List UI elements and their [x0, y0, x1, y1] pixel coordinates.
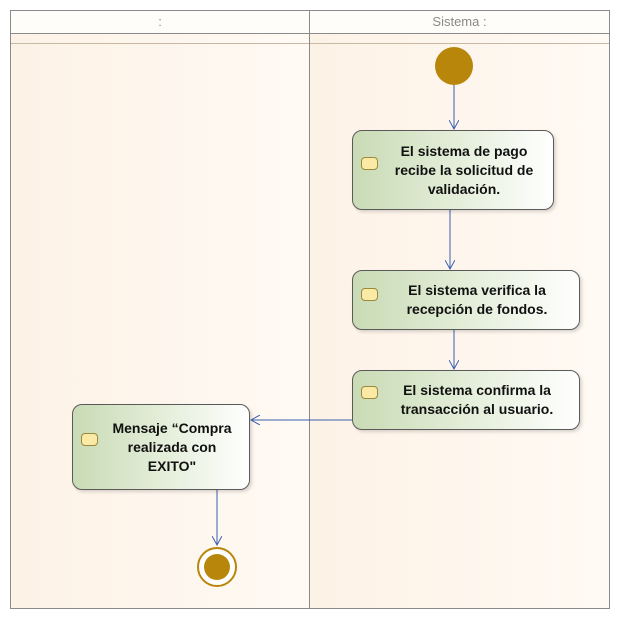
action-label: El sistema de pago recibe la solicitud d… [394, 142, 534, 197]
action-icon [361, 386, 378, 399]
swimlane-left: : [10, 10, 310, 609]
action-mensaje-exito: Mensaje “Compra realizada con EXITO" [72, 404, 250, 490]
action-verifica-fondos: El sistema verifica la recepción de fond… [352, 270, 580, 330]
swimlane-sistema-header: Sistema : [310, 11, 609, 34]
action-icon [361, 157, 378, 170]
action-label: El sistema verifica la recepción de fond… [406, 282, 548, 317]
action-icon [361, 288, 378, 301]
swimlane-sistema-subheader [310, 33, 609, 44]
action-label: El sistema confirma la transacción al us… [400, 382, 554, 417]
action-recibe-solicitud: El sistema de pago recibe la solicitud d… [352, 130, 554, 210]
swimlane-left-header: : [11, 11, 309, 34]
action-confirma-transaccion: El sistema confirma la transacción al us… [352, 370, 580, 430]
swimlane-left-subheader [11, 33, 309, 44]
action-icon [81, 433, 98, 446]
action-label: Mensaje “Compra realizada con EXITO" [112, 419, 232, 474]
